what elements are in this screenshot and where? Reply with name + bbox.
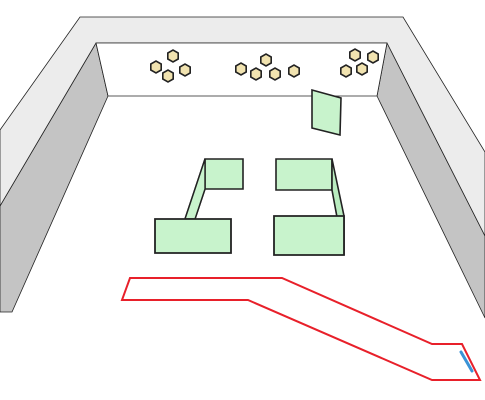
hex-token bbox=[355, 62, 369, 76]
right-lower-block bbox=[273, 215, 345, 256]
hex-token bbox=[287, 64, 301, 78]
hex-token bbox=[150, 60, 162, 74]
hex-token bbox=[339, 64, 353, 78]
hex-token bbox=[162, 69, 174, 83]
hex-token bbox=[366, 50, 380, 64]
left-upper-block bbox=[204, 158, 244, 190]
hex-cluster-center bbox=[235, 53, 301, 81]
right-upper-block bbox=[275, 158, 333, 191]
hex-token bbox=[167, 49, 179, 63]
hex-cluster-left bbox=[150, 49, 191, 83]
hex-cluster-right bbox=[339, 48, 380, 78]
hex-token bbox=[235, 62, 247, 76]
hex-token bbox=[268, 67, 282, 81]
hex-token bbox=[348, 48, 362, 62]
left-lower-block bbox=[154, 218, 232, 254]
hex-token bbox=[259, 53, 273, 67]
red-route bbox=[120, 277, 482, 381]
route-end-marker bbox=[459, 350, 474, 373]
wall-panel bbox=[311, 88, 342, 137]
hex-token bbox=[179, 63, 191, 77]
hex-token bbox=[250, 67, 263, 81]
